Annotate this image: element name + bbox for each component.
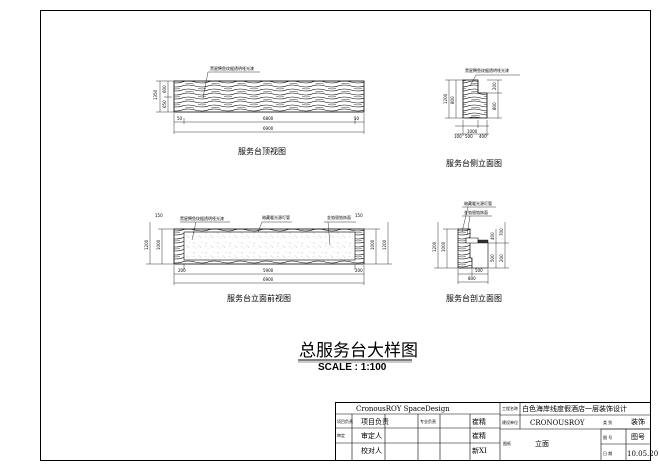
tb-date: 10.05.20 (627, 450, 658, 458)
front-dim-left-1: 1200 (144, 239, 149, 250)
section-dim-bottom-1: 500 (475, 268, 483, 273)
top-view: 黑星鳄鱼纹据透明哑光漆 50 6800 50 6900 1350 600 650… (153, 65, 365, 156)
section-note-b: 金箔银箔饰面 (464, 209, 488, 215)
top-dim-3: 50 (354, 116, 360, 121)
side-top-caption: 服务台侧立面图 (446, 158, 502, 168)
side-top-dim-right-2: 800 (492, 102, 497, 110)
section-view: 暗藏暖光源灯管 金箔银箔饰面 1200 1000 400 500 700 200… (432, 200, 509, 303)
section-counter-top (477, 239, 489, 244)
tb-owner: CRONOUSROY (530, 419, 585, 427)
drawing-scale: SCALE : 1:100 (318, 362, 387, 373)
tb-drawing-label: 图纸 (503, 440, 511, 446)
front-dim-bottom-1: 200 (178, 268, 186, 273)
tb-company: CronousROY SpaceDesign (356, 405, 450, 413)
side-top-dim-left: 1200 (443, 93, 448, 104)
tb-date-label: 日 期 (603, 450, 612, 456)
front-dim-bottom-3: 200 (355, 268, 363, 273)
front-dim-left-2: 1000 (156, 239, 161, 250)
drawing-title: 总服务台大样图 (299, 341, 418, 361)
tb-role1-label: 项目负责 (337, 418, 353, 424)
top-view-caption: 服务台顶视图 (238, 146, 286, 156)
section-note-a: 暗藏暖光源灯管 (464, 200, 492, 206)
section-dim-right-4: 200 (499, 254, 504, 262)
tb-role3-sign: 新XI (472, 446, 487, 455)
front-dim-top-1: 150 (155, 213, 163, 218)
top-dim-right-1: 600 (162, 85, 167, 93)
front-view: 黑星鳄鱼纹据透明哑光漆 暗藏暖光源灯管 金箔银箔饰面 150 150 200 5… (144, 213, 392, 303)
section-profile-left (457, 228, 473, 269)
tb-owner-label: 建设单位 (502, 419, 518, 425)
section-dim-left-1: 1200 (432, 241, 437, 252)
top-dim-1: 50 (177, 116, 183, 121)
section-dim-right-3: 700 (499, 228, 504, 236)
side-top-dim-left-inner: 800 (450, 96, 455, 104)
front-dim-bottom-2: 5900 (263, 268, 274, 273)
section-dim-right-2: 500 (490, 254, 495, 262)
tb-role3: 校对人 (361, 446, 382, 455)
top-view-counter (173, 80, 365, 113)
front-dim-overall: 6900 (263, 277, 274, 282)
side-top-note: 黑星鳄鱼纹据透明哑光漆 (465, 67, 509, 73)
tb-project-label: 工程名称 (502, 405, 518, 411)
side-top-view: 黑星鳄鱼纹据透明哑光漆 1200 800 200 800 100 500 400… (443, 67, 520, 168)
front-counter-panel (183, 231, 356, 261)
top-dim-overall: 6900 (263, 126, 274, 131)
tb-category-label: 类 别 (603, 419, 612, 425)
top-dim-left: 1350 (153, 89, 158, 100)
top-view-note: 黑星鳄鱼纹据透明哑光漆 (210, 65, 254, 71)
side-top-dim-overall: 1000 (467, 129, 478, 134)
section-dim-right-1: 400 (490, 232, 495, 240)
front-note-right: 金箔银箔饰面 (327, 214, 351, 220)
tb-role2: 审定人 (361, 431, 382, 440)
tb-role1: 项目负责 (361, 417, 389, 426)
top-dim-right-2: 650 (162, 100, 167, 108)
tb-category: 装饰 (631, 417, 645, 426)
side-top-profile (462, 79, 488, 119)
tb-number-label: 图 号 (603, 434, 612, 440)
section-caption: 服务台剖立面图 (446, 293, 502, 303)
front-dim-top-2: 150 (355, 213, 363, 218)
side-top-dim-right-1: 200 (492, 82, 497, 90)
tb-drawing-name: 立面 (535, 439, 549, 448)
front-note-mid: 暗藏暖光源灯管 (262, 214, 290, 220)
section-dim-bottom-2: 800 (468, 276, 476, 281)
tb-role3-label: 审定 (337, 432, 345, 438)
side-top-dim-bottom-2: 500 (465, 134, 473, 139)
tb-role2-label: 专业负责 (420, 418, 436, 424)
tb-number: 图号 (631, 433, 645, 441)
front-note-left: 黑星鳄鱼纹据透明哑光漆 (180, 215, 224, 221)
tb-project: 白色海岸线度假酒店一层装饰设计 (522, 404, 627, 413)
front-dim-right-1: 1000 (370, 239, 375, 250)
title-block: CronousROY SpaceDesign 工程名称 白色海岸线度假酒店一层装… (335, 402, 658, 461)
front-view-caption: 服务台立面前视图 (227, 293, 291, 303)
top-dim-2: 6800 (263, 116, 274, 121)
tb-role2-sign: 崔精 (472, 431, 486, 440)
front-dim-right-2: 1200 (382, 239, 387, 250)
side-top-dim-bottom-1: 100 (454, 134, 462, 139)
side-top-dim-bottom-3: 400 (479, 134, 487, 139)
section-dim-left-2: 1000 (441, 241, 446, 252)
tb-role1-sign: 崔精 (472, 417, 486, 426)
